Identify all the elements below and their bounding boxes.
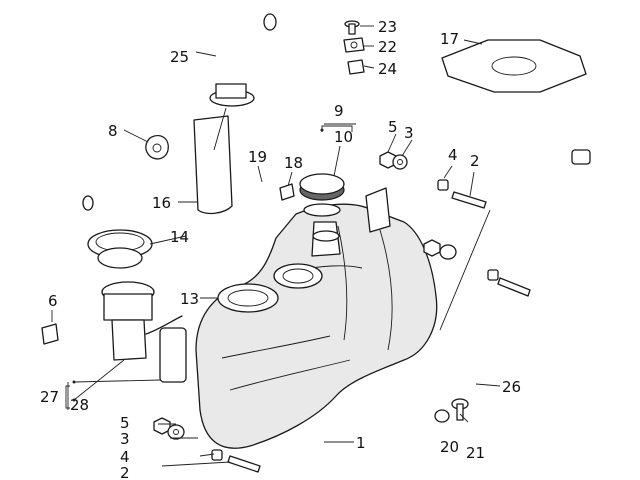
callout-22: 22 — [378, 38, 397, 56]
callout-5-top: 5 — [388, 118, 398, 136]
callout-17: 17 — [440, 30, 459, 48]
callout-1: 1 — [356, 434, 366, 452]
group-brackets — [65, 125, 353, 409]
mounting-hardware-lower — [153, 417, 261, 473]
callout-24: 24 — [378, 60, 397, 78]
callout-20: 20 — [440, 438, 459, 456]
callout-4-bottom: 4 — [120, 448, 130, 466]
callout-23: 23 — [378, 18, 397, 36]
fuel-level-sender — [193, 83, 255, 215]
callout-14: 14 — [170, 228, 189, 246]
pump-clip — [41, 323, 59, 345]
callout-5-bottom: 5 — [120, 414, 130, 432]
callout-10: 10 — [334, 128, 353, 146]
callout-19: 19 — [248, 148, 267, 166]
callout-16: 16 — [152, 194, 171, 212]
callout-13: 13 — [180, 290, 199, 308]
fuel-tank — [195, 203, 438, 449]
callout-3-bottom: 3 — [120, 430, 130, 448]
callout-2-top: 2 — [470, 152, 480, 170]
callout-18: 18 — [284, 154, 303, 172]
callout-8: 8 — [108, 122, 118, 140]
hose-clip — [145, 135, 169, 160]
frame-tubes — [376, 149, 602, 414]
callout-25: 25 — [170, 48, 189, 66]
fuel-cap — [299, 173, 345, 257]
callout-28: 28 — [70, 396, 89, 414]
callout-9: 9 — [334, 102, 344, 120]
breather-hose — [41, 13, 322, 252]
vent-hose — [238, 172, 295, 240]
callout-2-bottom: 2 — [120, 464, 130, 480]
fuel-pump — [101, 281, 187, 383]
mounting-hardware-upper — [365, 151, 531, 297]
callout-6: 6 — [48, 292, 58, 310]
pump-seal — [217, 263, 323, 313]
small-hardware-23-22-24 — [343, 20, 365, 75]
callout-21: 21 — [466, 444, 485, 462]
callout-labels: 25 8 16 14 13 19 18 9 10 17 23 22 24 5 3… — [40, 18, 521, 480]
rubber-pad — [441, 39, 587, 93]
washer-screw-20-21 — [434, 398, 469, 423]
callout-4-top: 4 — [448, 146, 458, 164]
callout-26: 26 — [502, 378, 521, 396]
leader-lines — [51, 25, 501, 467]
lock-ring — [87, 229, 153, 269]
callout-27: 27 — [40, 388, 59, 406]
callout-3-top: 3 — [404, 124, 414, 142]
